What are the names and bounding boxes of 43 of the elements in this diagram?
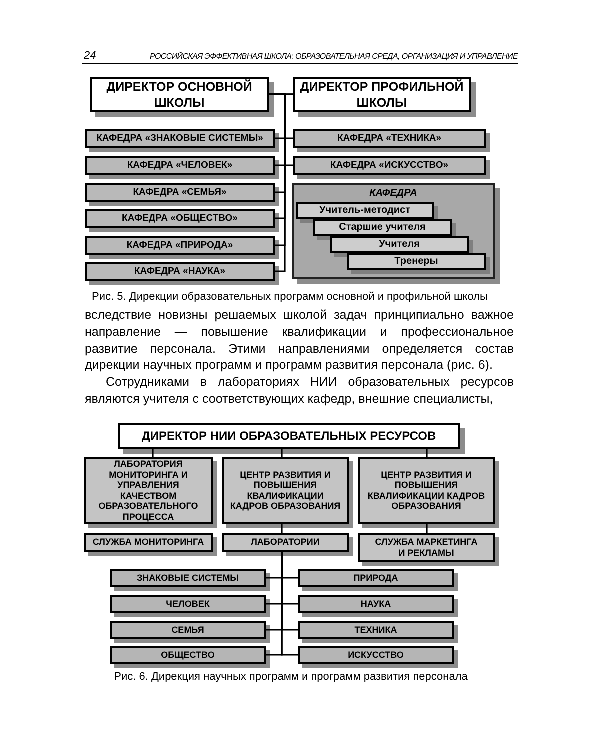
- department-name: КАФЕДРА «ЧЕЛОВЕК»: [127, 160, 233, 171]
- figure-caption: Рис. 6. Дирекция научных программ и программ развития персонала: [114, 671, 468, 684]
- body-paragraph: Сотрудниками в лабораториях НИИ образовательных ресурсов являются учителя с соответствующих кафедр, внешние специалисты,: [85, 374, 514, 408]
- connector-line: [281, 449, 283, 457]
- department-name: КАФЕДРА «ПРИРОДА»: [126, 240, 234, 251]
- connector-line: [281, 524, 283, 533]
- figure-caption: Рис. 5. Дирекции образовательных программ основной и профильной школы: [92, 291, 488, 304]
- lab-name: ПРИРОДА: [354, 572, 398, 584]
- department-name: КАФЕДРА «НАУКА»: [134, 266, 226, 277]
- unit-name: ЦЕНТР РАЗВИТИЯ И ПОВЫШЕНИЯ КВАЛИФИКАЦИИ КАДРОВ ОБРАЗОВАНИЯ: [366, 470, 486, 512]
- connector-line: [152, 449, 154, 457]
- department-name: КАФЕДРА «ТЕХНИКА»: [337, 133, 442, 144]
- director-title: ДИРЕКТОР ПРОФИЛЬНОЙ ШКОЛЫ: [299, 78, 465, 110]
- department-name: КАФЕДРА «ИСКУССТВО»: [330, 160, 449, 171]
- lab-name: НАУКА: [360, 598, 392, 610]
- connector-line: [281, 552, 298, 656]
- staff-role: Тренеры: [394, 256, 438, 268]
- staff-role: Старшие учителя: [339, 222, 426, 234]
- lab-name: ТЕХНИКА: [354, 624, 398, 636]
- unit-name: ЛАБОРАТОРИЯ МОНИТОРИНГА И УПРАВЛЕНИЯ КАЧЕСТВОМ ОБРАЗОВАТЕЛЬНОГО ПРОЦЕССА: [98, 459, 200, 522]
- staff-role: Учителя: [379, 238, 420, 250]
- page-number: 24: [84, 50, 96, 63]
- body-paragraph: вследствие новизны решаемых школой задач принципиально важное направление — повышение квалификации и профессиональное развитие персонала. Этими направлениями определяется состав дирекции научных программ и программ развития персонала (рис. 6).: [85, 307, 514, 374]
- department-name: КАФЕДРА «ОБЩЕСТВО»: [122, 213, 238, 224]
- unit-name: ЦЕНТР РАЗВИТИЯ И ПОВЫШЕНИЯ КВАЛИФИКАЦИИ КАДРОВ ОБРАЗОВАНИЯ: [229, 470, 342, 512]
- lab-name: ЧЕЛОВЕК: [166, 598, 210, 610]
- department-name: КАФЕДРА «ЗНАКОВЫЕ СИСТЕМЫ»: [96, 133, 264, 144]
- connector-line: [426, 524, 428, 533]
- running-header: РОССИЙСКАЯ ЭФФЕКТИВНАЯ ШКОЛА: ОБРАЗОВАТЕЛЬНАЯ СРЕДА, ОРГАНИЗАЦИЯ И УПРАВЛЕНИЕ: [150, 51, 518, 62]
- staff-role: Учитель-методист: [320, 204, 410, 216]
- lab-name: ОБЩЕСТВО: [161, 650, 215, 660]
- service-name: СЛУЖБА МОНИТОРИНГА: [92, 537, 204, 548]
- connector-line: [284, 94, 293, 166]
- director-title: ДИРЕКТОР ОСНОВНОЙ ШКОЛЫ: [106, 78, 254, 110]
- lab-name: ЗНАКОВЫЕ СИСТЕМЫ: [137, 572, 239, 584]
- connector-line: [426, 449, 428, 457]
- service-name: СЛУЖБА МАРКЕТИНГА И РЕКЛАМЫ: [374, 537, 479, 558]
- department-name: КАФЕДРА «СЕМЬЯ»: [133, 187, 227, 198]
- lab-name: СЕМЬЯ: [172, 624, 204, 636]
- panel-heading: КАФЕДРА: [370, 188, 418, 200]
- service-name: ЛАБОРАТОРИИ: [251, 537, 320, 548]
- lab-name: ИСКУССТВО: [348, 650, 404, 660]
- director-title: ДИРЕКТОР НИИ ОБРАЗОВАТЕЛЬНЫХ РЕСУРСОВ: [142, 429, 436, 443]
